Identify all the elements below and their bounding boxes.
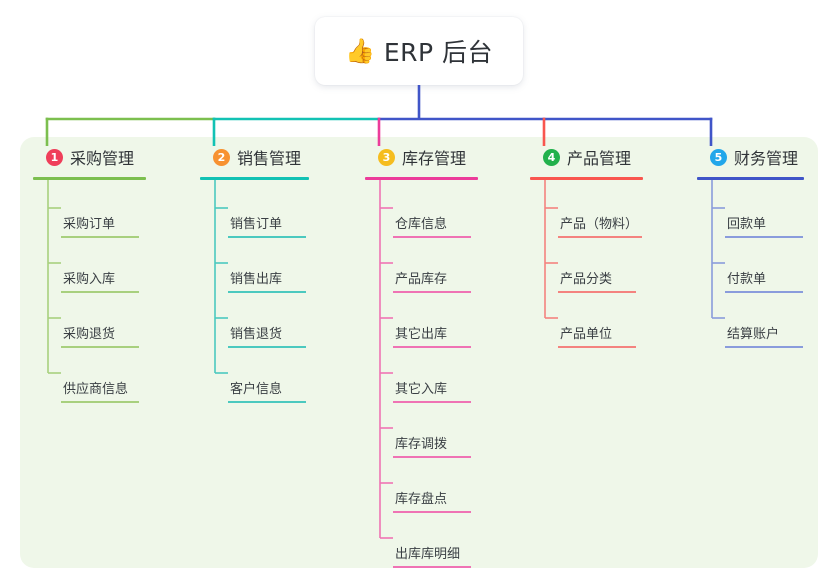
branch-item-underline [61,346,139,348]
branch-item-underline [725,346,803,348]
branch-item[interactable]: 采购订单 [61,198,149,238]
branch-item[interactable]: 其它入库 [393,363,481,403]
branch-header-underline [365,177,478,180]
branch-item[interactable]: 产品库存 [393,253,481,293]
branch-item-underline [228,401,306,403]
branch-item-underline [393,456,471,458]
branch-number-badge: 3 [378,148,395,166]
branch-item-label: 产品库存 [395,272,448,287]
branch-item[interactable]: 回款单 [725,198,813,238]
branch-item-label: 采购入库 [63,272,116,287]
branch-item-label: 销售订单 [230,217,283,232]
branch-item-label: 销售退货 [230,327,283,342]
branch-header-underline [33,177,146,180]
branch-item-label: 回款单 [727,217,767,232]
branch-item-underline [228,346,306,348]
branch-item-label: 仓库信息 [395,217,448,232]
branch-item-label: 产品分类 [560,272,613,287]
branch-item[interactable]: 产品分类 [558,253,646,293]
branch-number-badge: 5 [710,148,727,166]
branch-item-label: 其它入库 [395,382,448,397]
branch-item-label: 其它出库 [395,327,448,342]
branch-column-5: 5 财务管理回款单付款单结算账户 [697,146,832,348]
branch-item[interactable]: 产品（物料） [558,198,646,238]
branch-item-label: 付款单 [727,272,767,287]
branch-column-1: 1 采购管理采购订单采购入库采购退货供应商信息 [33,146,183,403]
branch-header-1[interactable]: 1 采购管理 [33,146,183,168]
branch-header-2[interactable]: 2 销售管理 [200,146,348,168]
branch-item-underline [558,346,636,348]
branch-header-underline [200,177,309,180]
branch-item-underline [725,236,803,238]
branch-item-label: 出库库明细 [395,547,461,562]
branch-item-underline [393,291,471,293]
root-node-card[interactable]: 👍 ERP 后台 [315,17,523,85]
branch-item[interactable]: 付款单 [725,253,813,293]
branch-item-underline [558,291,636,293]
branch-item-underline [228,291,306,293]
branch-item-underline [61,291,139,293]
branch-item-label: 库存盘点 [395,492,448,507]
branch-item[interactable]: 产品单位 [558,308,646,348]
branch-header-4[interactable]: 4 产品管理 [530,146,680,168]
branch-item-label: 销售出库 [230,272,283,287]
branch-title: 销售管理 [237,149,302,168]
branch-header-5[interactable]: 5 财务管理 [697,146,832,168]
branch-item-label: 产品（物料） [560,217,639,232]
branch-column-2: 2 销售管理销售订单销售出库销售退货客户信息 [200,146,348,403]
branch-item-underline [393,236,471,238]
branch-number-badge: 1 [46,148,63,166]
branch-title: 产品管理 [567,149,632,168]
branch-item-label: 库存调拨 [395,437,448,452]
branch-item-label: 采购订单 [63,217,116,232]
branch-item-underline [393,346,471,348]
branch-item-label: 产品单位 [560,327,613,342]
branch-item[interactable]: 出库库明细 [393,528,481,568]
branch-header-underline [697,177,804,180]
branch-column-4: 4 产品管理产品（物料） 产品分类产品单位 [530,146,680,348]
branch-item[interactable]: 其它出库 [393,308,481,348]
branch-item[interactable]: 采购入库 [61,253,149,293]
branch-item[interactable]: 仓库信息 [393,198,481,238]
branch-title: 采购管理 [70,149,135,168]
branch-item[interactable]: 销售订单 [228,198,316,238]
branch-title: 财务管理 [734,149,799,168]
branch-item[interactable]: 供应商信息 [61,363,149,403]
branch-item-label: 结算账户 [727,327,780,342]
branch-item-underline [558,236,642,238]
branch-item-underline [393,401,471,403]
branch-item[interactable]: 采购退货 [61,308,149,348]
branch-item-label: 供应商信息 [63,382,129,397]
branch-number-badge: 4 [543,148,560,166]
branch-item-label: 客户信息 [230,382,283,397]
branch-item[interactable]: 销售退货 [228,308,316,348]
branch-column-3: 3 库存管理仓库信息产品库存其它出库其它入库库存调拨库存盘点出库库明细 [365,146,510,568]
diagram-panel [20,137,818,568]
root-node-content: 👍 ERP 后台 [345,33,493,69]
branch-item[interactable]: 库存调拨 [393,418,481,458]
branch-item-label: 采购退货 [63,327,116,342]
branch-item[interactable]: 结算账户 [725,308,813,348]
branch-item-underline [393,566,471,568]
branch-item-underline [61,401,139,403]
branch-item[interactable]: 客户信息 [228,363,316,403]
branch-header-underline [530,177,643,180]
branch-number-badge: 2 [213,148,230,166]
branch-header-3[interactable]: 3 库存管理 [365,146,510,168]
branch-item-underline [393,511,471,513]
branch-item[interactable]: 库存盘点 [393,473,481,513]
root-node-title: ERP 后台 [383,38,494,67]
branch-item-underline [61,236,139,238]
branch-item[interactable]: 销售出库 [228,253,316,293]
branch-item-underline [725,291,803,293]
branch-title: 库存管理 [402,149,467,168]
branch-item-underline [228,236,306,238]
thumbs-up-icon: 👍 [344,37,375,65]
